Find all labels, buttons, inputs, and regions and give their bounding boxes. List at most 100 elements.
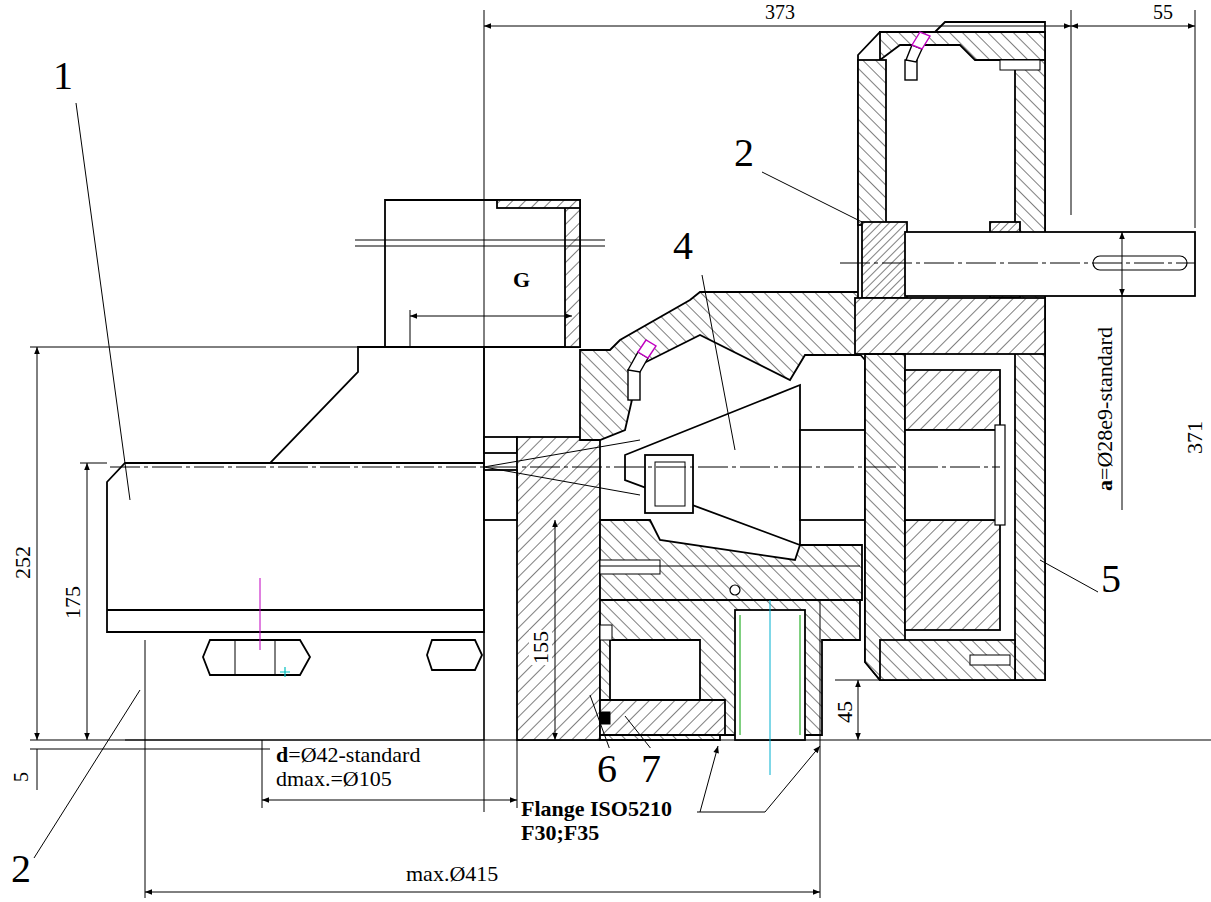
- drawing-line: [600, 566, 860, 567]
- left-housing: [107, 200, 605, 740]
- drawing-rect: [600, 712, 610, 724]
- drawing-rect: [905, 520, 1000, 630]
- drawing-line: [34, 690, 140, 858]
- drawing-line: [1071, 26, 1195, 27]
- drawing-line: [262, 800, 517, 801]
- drawing-rect: [905, 60, 917, 80]
- dimension-value: G: [512, 268, 531, 291]
- dimension-value: d=Ø42-standard: [275, 743, 421, 766]
- drawing-line: [625, 716, 652, 750]
- drawing-line: [762, 172, 862, 222]
- drawing-path: [625, 385, 800, 545]
- part-number: 4: [672, 225, 694, 267]
- drawing-path: [610, 640, 700, 700]
- drawing-line: [76, 103, 130, 500]
- dimension-value: 175: [61, 585, 84, 620]
- dimension-value: a=Ø28e9-standard: [1093, 326, 1116, 492]
- drawing-line: [1195, 10, 1196, 228]
- drawing-rect: [484, 470, 517, 520]
- drawing-line: [87, 463, 88, 740]
- drawing-path: [427, 640, 482, 670]
- gearbox-housing: [855, 22, 1195, 680]
- dimension-value: 55: [1152, 2, 1174, 23]
- part-number: 2: [733, 132, 755, 174]
- drawing-line: [30, 748, 270, 749]
- drawing-line: [702, 275, 735, 450]
- drawing-line: [37, 749, 38, 790]
- dimension-value: 155: [529, 630, 552, 665]
- leader-line: [34, 103, 1098, 858]
- dimension-value: dmax.=Ø105: [275, 767, 393, 790]
- drawing-rect: [995, 425, 1005, 525]
- drawing-rect: [600, 625, 612, 640]
- drawing-line: [355, 240, 605, 241]
- part-number: 6: [596, 748, 618, 790]
- dimension-value: 373: [764, 2, 796, 23]
- drawing-rect: [645, 455, 693, 513]
- drawing-line: [484, 467, 640, 495]
- drawing-rect: [905, 430, 1000, 520]
- drawing-line: [590, 695, 610, 750]
- drawing-line: [484, 26, 1071, 27]
- part-number: 7: [640, 748, 662, 790]
- drawing-path: [880, 32, 1045, 60]
- drawing-rect: [862, 222, 907, 298]
- drawing-path: [600, 700, 725, 735]
- drawing-line: [484, 10, 485, 812]
- drawing-path: [600, 520, 862, 600]
- drawing-path: [912, 32, 930, 49]
- drawing-line: [484, 440, 640, 467]
- drawing-line: [840, 263, 1195, 264]
- drawing-path: [125, 632, 484, 740]
- dimension-value: 371: [1183, 420, 1206, 455]
- drawing-rect: [905, 370, 1000, 430]
- drawing-line: [858, 680, 859, 740]
- part-number: 5: [1100, 558, 1122, 600]
- part-number: 1: [52, 55, 74, 97]
- drawing-line: [30, 347, 358, 348]
- drawing-line: [110, 467, 1000, 468]
- drawing-rect: [970, 655, 1010, 665]
- drawing-path: [865, 354, 905, 680]
- drawing-line: [145, 892, 820, 893]
- drawing-rect: [1000, 60, 1040, 70]
- drawing-rect: [905, 232, 1195, 296]
- grease-nipple: [628, 32, 930, 400]
- centre-line: [110, 10, 1195, 812]
- drawing-rect: [497, 200, 580, 208]
- dimension-line: [30, 10, 1195, 898]
- drawing-line: [835, 680, 880, 681]
- drawing-line: [80, 463, 107, 464]
- drawing-rect: [600, 560, 660, 574]
- ground-line: [30, 740, 1211, 749]
- drawing-line: [1122, 232, 1123, 296]
- drawing-path: [600, 600, 860, 740]
- drawing-rect: [880, 640, 1015, 680]
- drawing-line: [410, 316, 572, 317]
- drawing-line: [800, 615, 801, 735]
- drawing-line: [107, 609, 484, 611]
- drawing-rect: [517, 437, 600, 740]
- drawing-rect: [1015, 60, 1045, 680]
- drawing-line: [555, 520, 556, 740]
- drawing-circle: [730, 585, 740, 595]
- drawing-line: [820, 600, 821, 898]
- drawing-rect: [484, 437, 517, 453]
- drawing-path: [107, 463, 484, 632]
- drawing-line: [235, 640, 236, 675]
- flange-note: Flange ISO5210 F30;F35: [520, 797, 697, 845]
- drawing-path: [270, 347, 484, 463]
- dimension-value: 252: [11, 545, 34, 580]
- drawing-line: [700, 746, 718, 812]
- center-mark: [280, 667, 290, 677]
- drawing-rect: [655, 462, 685, 506]
- dimension-value: 45: [833, 700, 856, 724]
- drawing-rect: [858, 60, 886, 225]
- drawing-line: [145, 640, 146, 898]
- drawing-path: [638, 340, 656, 358]
- drawing-path: [385, 200, 580, 347]
- center-mark: [260, 578, 261, 650]
- drawing-line: [1071, 10, 1072, 215]
- drawing-rect: [628, 370, 640, 400]
